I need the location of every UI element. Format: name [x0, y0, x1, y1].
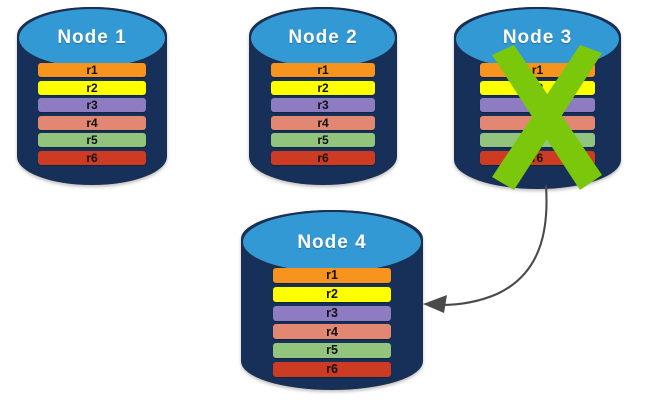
table-row[interactable]: r3 — [38, 98, 146, 113]
table-row[interactable]: r5 — [480, 133, 595, 148]
table-row[interactable]: r5 — [38, 133, 146, 148]
table-row[interactable]: r3 — [271, 98, 375, 113]
database-node-2[interactable]: Node 2 r1 r2 r3 r4 r5 r6 — [249, 7, 397, 185]
table-row[interactable]: r1 — [480, 63, 595, 77]
table-row[interactable]: r3 — [273, 305, 391, 321]
table-row[interactable]: r5 — [271, 133, 375, 148]
table-row[interactable]: r1 — [271, 63, 375, 77]
table-row[interactable]: r2 — [273, 286, 391, 302]
table-row[interactable]: r4 — [273, 324, 391, 340]
table-row[interactable]: r3 — [480, 98, 595, 113]
table-row[interactable]: r4 — [480, 115, 595, 130]
table-row[interactable]: r6 — [38, 150, 146, 165]
node-row-list: r1 r2 r3 r4 r5 r6 — [241, 268, 423, 381]
table-row[interactable]: r2 — [38, 80, 146, 95]
database-node-3[interactable]: Node 3 r1 r2 r3 r4 r5 r6 — [454, 7, 621, 189]
cylinder-top — [249, 7, 397, 69]
cylinder-top — [241, 210, 423, 274]
node-row-list: r1 r2 r3 r4 r5 r6 — [454, 63, 621, 169]
cylinder-top — [454, 7, 621, 71]
database-node-4[interactable]: Node 4 r1 r2 r3 r4 r5 r6 — [241, 210, 423, 390]
curved-arrow-icon — [423, 184, 548, 313]
table-row[interactable]: r6 — [480, 150, 595, 165]
table-row[interactable]: r2 — [480, 80, 595, 95]
node-row-list: r1 r2 r3 r4 r5 r6 — [17, 63, 167, 169]
node-row-list: r1 r2 r3 r4 r5 r6 — [249, 63, 397, 169]
table-row[interactable]: r6 — [273, 361, 391, 377]
table-row[interactable]: r4 — [271, 115, 375, 130]
table-row[interactable]: r2 — [271, 80, 375, 95]
table-row[interactable]: r5 — [273, 343, 391, 359]
table-row[interactable]: r1 — [273, 268, 391, 283]
table-row[interactable]: r1 — [38, 63, 146, 77]
cylinder-top — [17, 7, 167, 69]
table-row[interactable]: r6 — [271, 150, 375, 165]
database-node-1[interactable]: Node 1 r1 r2 r3 r4 r5 r6 — [17, 7, 167, 185]
table-row[interactable]: r4 — [38, 115, 146, 130]
